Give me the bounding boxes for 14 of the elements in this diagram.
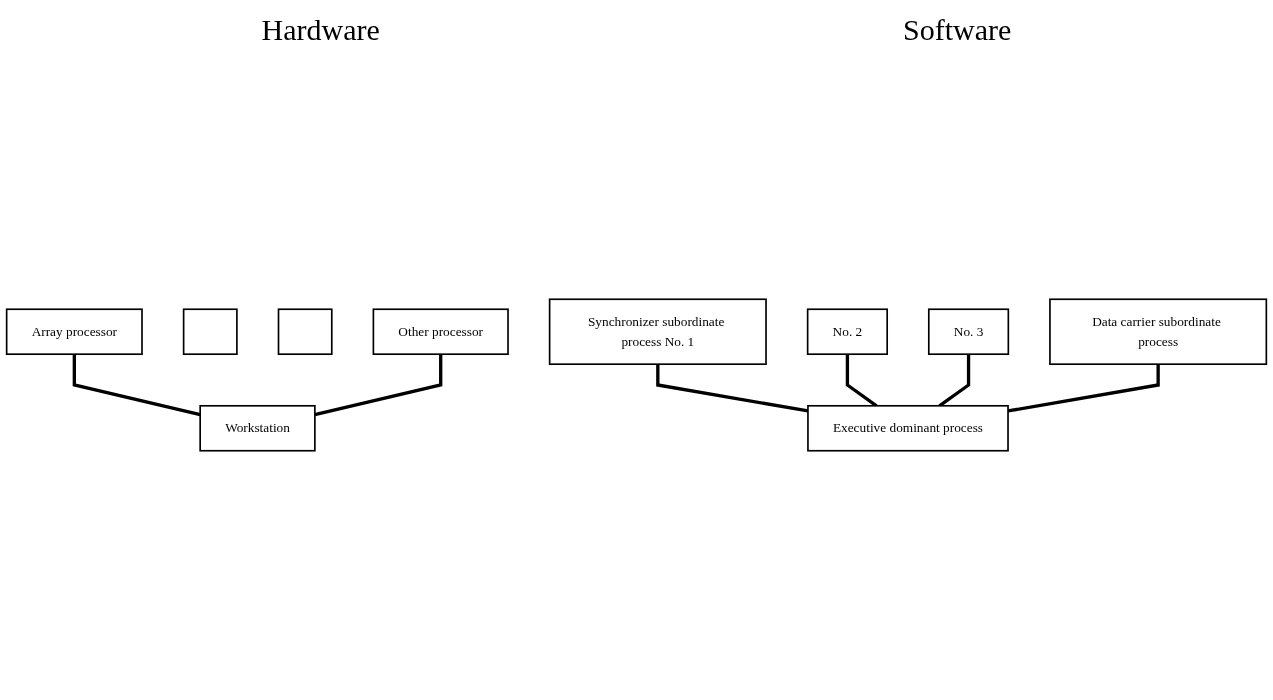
section-heading: Software: [903, 13, 1012, 47]
node-box: Other processor: [372, 308, 509, 355]
node-box: No. 2: [806, 308, 888, 355]
node-box: Array processor: [5, 308, 143, 355]
node-box: No. 3: [927, 308, 1010, 355]
node-box: Workstation: [199, 404, 316, 452]
node-box: Data carrier subordinate process: [1049, 298, 1268, 365]
connector: [314, 354, 443, 417]
node-box: [277, 308, 333, 355]
connector: [72, 354, 201, 417]
section-heading: Hardware: [261, 13, 380, 47]
node-box: Synchronizer subordinate process No. 1: [548, 298, 767, 365]
node-box: [182, 308, 238, 355]
node-box: Executive dominant process: [807, 404, 1009, 452]
